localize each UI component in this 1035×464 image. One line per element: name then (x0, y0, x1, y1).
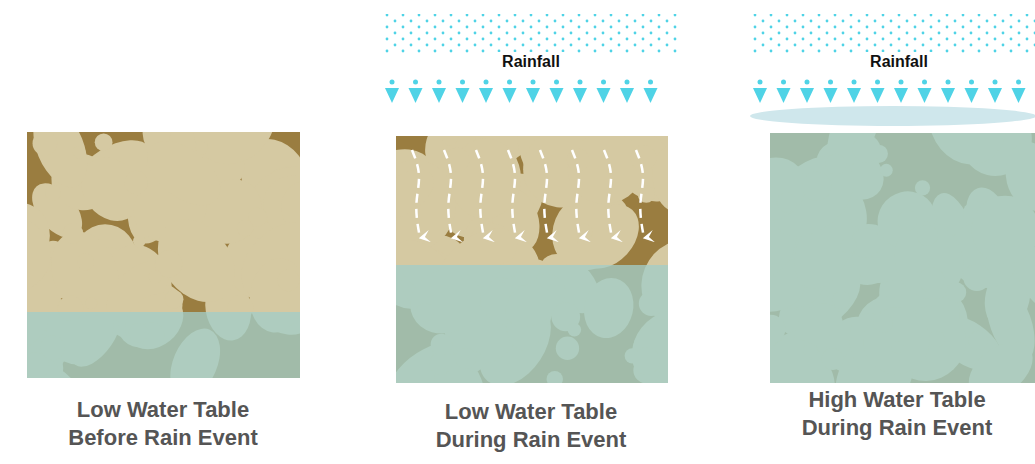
raindrop (941, 80, 955, 104)
raindrop (432, 80, 446, 104)
soil-grain (124, 171, 147, 194)
soil-panel (27, 132, 300, 378)
rainfall-label: Rainfall (496, 52, 566, 72)
raindrop (988, 80, 1002, 104)
raindrop (1012, 80, 1026, 104)
groundwater (396, 265, 668, 383)
infiltration-arrow (636, 150, 644, 238)
infiltration-arrow (572, 150, 580, 238)
raindrop (824, 80, 838, 104)
infiltration-arrow (604, 150, 612, 238)
soil-grain (441, 136, 458, 145)
soil-grain (278, 270, 300, 292)
soil-grain (33, 132, 58, 156)
infiltration-arrow (412, 150, 420, 238)
raindrop (777, 80, 791, 104)
rain-dots (752, 14, 1035, 54)
soil-grain (77, 254, 94, 271)
soil-grain (195, 141, 208, 154)
soil-grain (237, 220, 253, 236)
panel-caption: Low Water Table Before Rain Event (48, 396, 278, 452)
raindrop (894, 80, 908, 104)
soil-ground (770, 133, 1035, 383)
raindrop (644, 80, 658, 104)
raindrop (409, 80, 423, 104)
soil-grain (63, 223, 83, 243)
raindrop (479, 80, 493, 104)
soil-panel (770, 133, 1035, 383)
infiltration-arrow (476, 150, 484, 238)
soil-grain (136, 132, 232, 218)
soil-grain (45, 185, 61, 201)
raindrop (918, 80, 932, 104)
soil-grain (165, 290, 184, 309)
soil-grain (27, 202, 66, 308)
infiltration-arrow (508, 150, 516, 238)
raindrop (526, 80, 540, 104)
soil-grain (73, 146, 86, 159)
infiltration-arrow (444, 150, 452, 238)
infiltration-arrows (412, 150, 644, 238)
soil-grain (95, 133, 113, 151)
raindrop (753, 80, 767, 104)
soil-grain (133, 235, 145, 247)
soil-grain (631, 145, 657, 171)
panel-caption: Low Water Table During Rain Event (416, 398, 646, 454)
surface-puddle (750, 106, 1035, 126)
raindrop (385, 80, 399, 104)
rainfall-symbol (383, 14, 680, 103)
soil-grain (27, 132, 98, 195)
groundwater (770, 133, 1035, 383)
soil-grain (85, 297, 97, 309)
infiltration-arrow (540, 150, 548, 238)
rainfall-symbol (752, 14, 1035, 103)
raindrop (597, 80, 611, 104)
rainfall-label: Rainfall (864, 52, 934, 72)
soil-panel (396, 136, 668, 383)
panel-caption: High Water Table During Rain Event (782, 386, 1012, 442)
rain-dots (383, 14, 680, 54)
groundwater (27, 312, 300, 378)
raindrop (503, 80, 517, 104)
raindrop (965, 80, 979, 104)
raindrop (847, 80, 861, 104)
raindrop (573, 80, 587, 104)
soil-grain (148, 270, 162, 284)
raindrop (550, 80, 564, 104)
raindrop (871, 80, 885, 104)
raindrop (800, 80, 814, 104)
raindrop (456, 80, 470, 104)
raindrop (620, 80, 634, 104)
